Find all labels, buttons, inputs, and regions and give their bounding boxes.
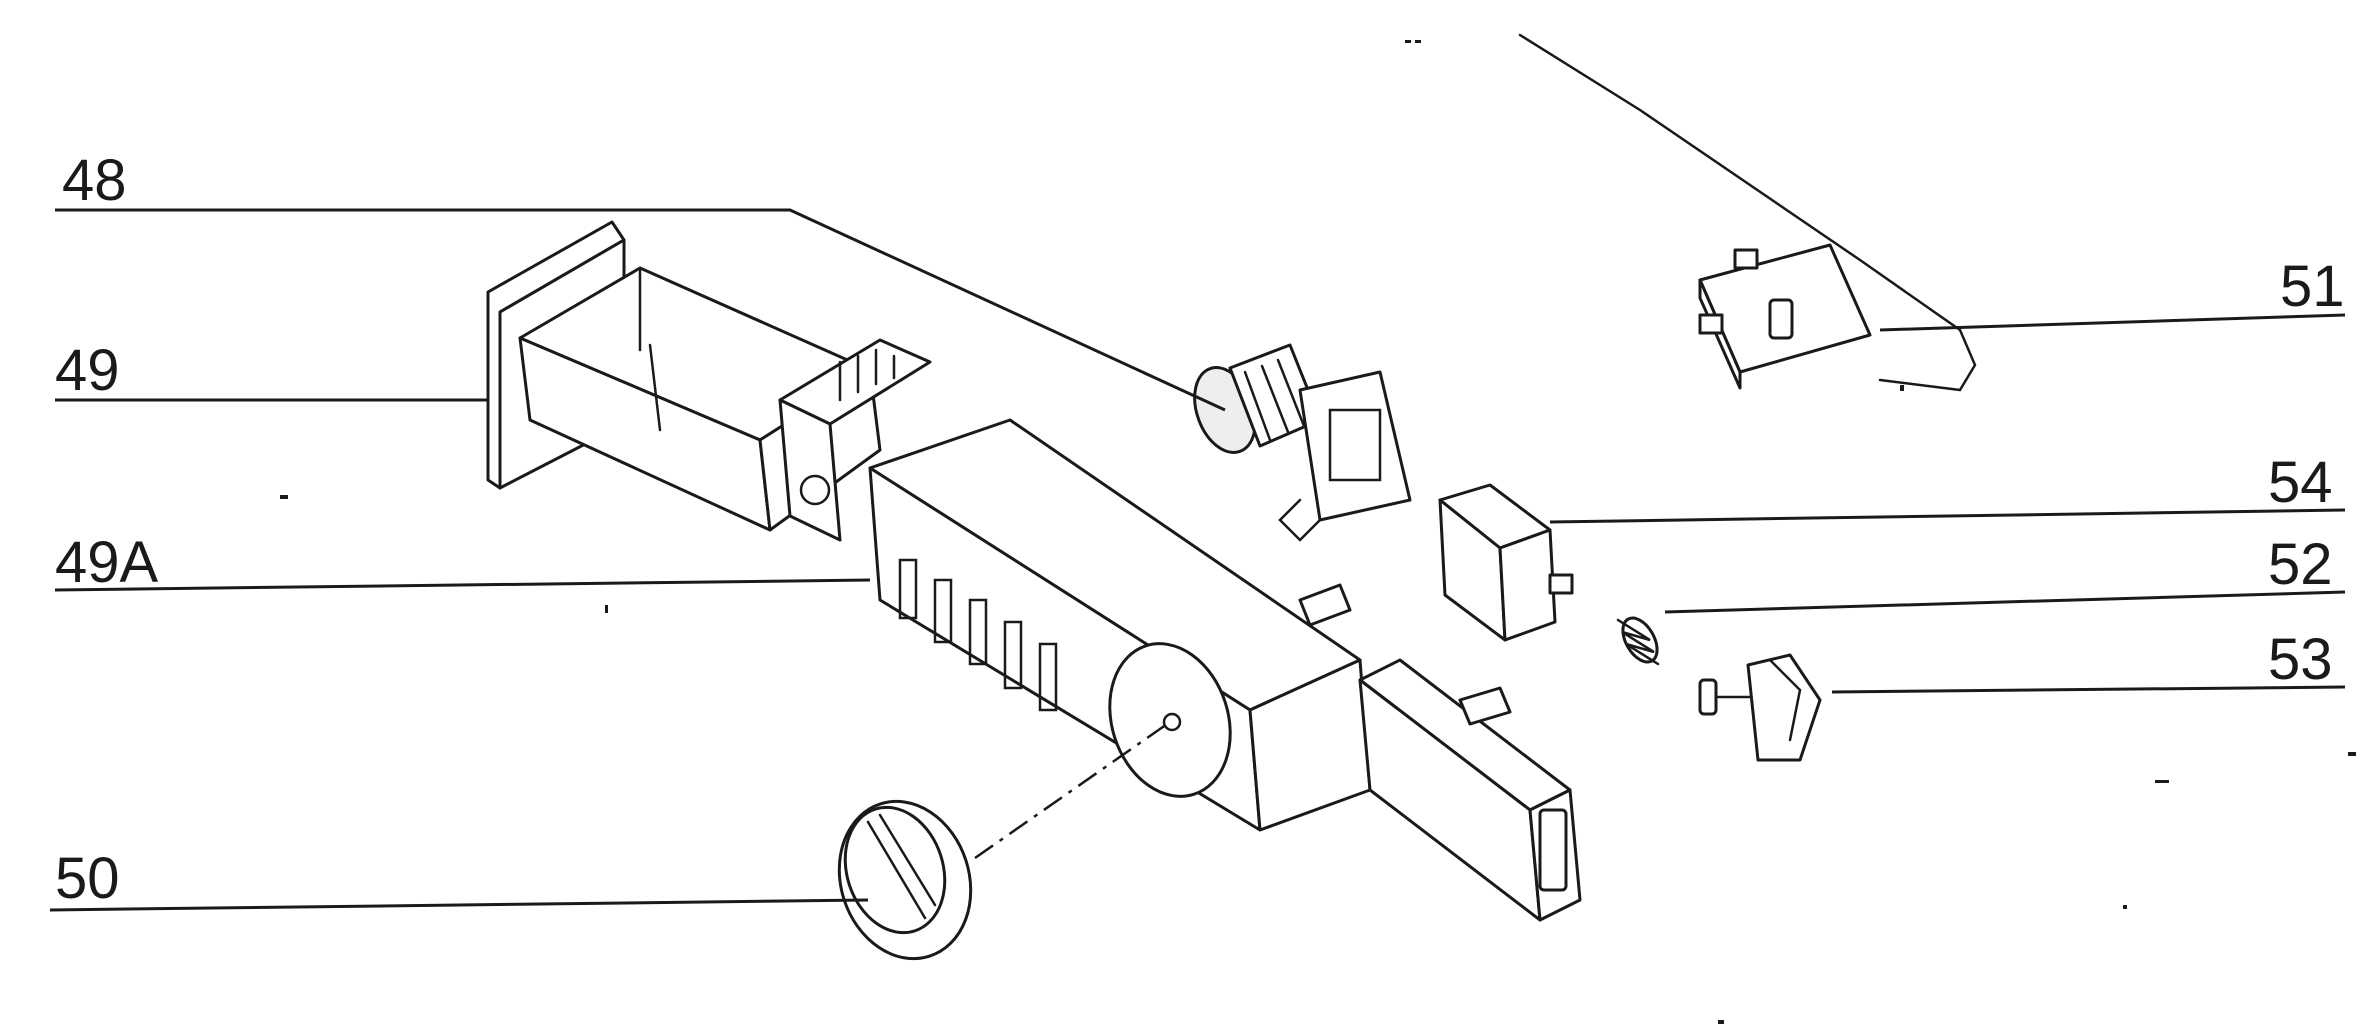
leader-50 bbox=[49, 898, 869, 912]
arm-latch bbox=[1538, 808, 1568, 892]
leader-51 bbox=[1879, 313, 2346, 332]
part-51-thermostat bbox=[1518, 33, 1977, 392]
part-54-switch bbox=[1438, 483, 1574, 642]
leader-53 bbox=[1831, 685, 2346, 694]
part-53-push-button bbox=[1698, 653, 1822, 762]
dial-plate bbox=[1108, 642, 1232, 798]
callout-49: 49 bbox=[55, 338, 120, 403]
scan-specks bbox=[280, 40, 2356, 1024]
leader-lines bbox=[49, 208, 2346, 912]
callout-53: 53 bbox=[2268, 627, 2333, 692]
part-48-socket bbox=[1193, 343, 1412, 542]
leader-54 bbox=[1549, 508, 2346, 524]
leader-49a bbox=[54, 578, 871, 592]
part-52-spring bbox=[1616, 616, 1660, 666]
part-49a-housing bbox=[778, 338, 1582, 922]
dial-spindle bbox=[1162, 712, 1182, 732]
housing-collar-ribs bbox=[838, 348, 896, 402]
callout-52: 52 bbox=[2268, 532, 2333, 597]
assembly-axis bbox=[974, 720, 1171, 860]
callout-54: 54 bbox=[2268, 450, 2333, 515]
housing-side-slots bbox=[898, 558, 1058, 712]
leader-48 bbox=[55, 208, 1226, 412]
callout-49a: 49A bbox=[55, 530, 159, 595]
leader-52 bbox=[1664, 590, 2346, 614]
callout-48: 48 bbox=[62, 148, 127, 213]
callout-labels: 48 49 49A 50 51 54 52 53 bbox=[55, 148, 2345, 911]
callout-50: 50 bbox=[55, 846, 120, 911]
callout-51: 51 bbox=[2280, 254, 2345, 319]
part-50-knob bbox=[837, 799, 973, 961]
